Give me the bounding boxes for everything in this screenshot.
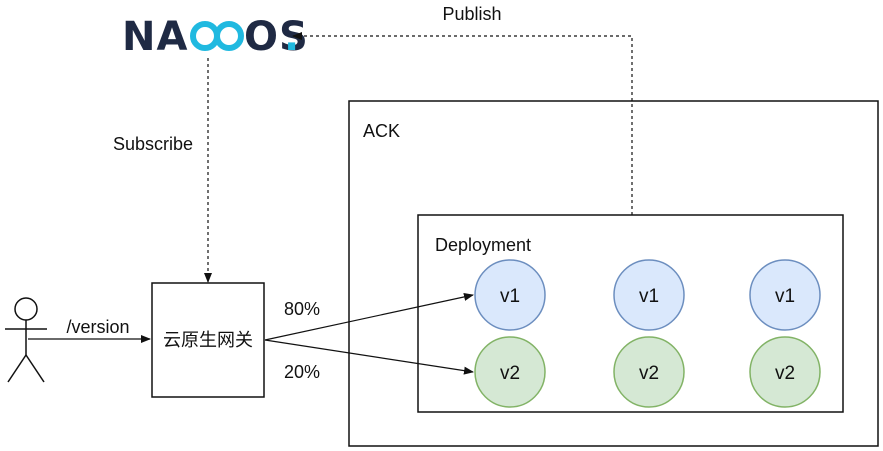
traffic-arrow-v1 <box>264 292 474 341</box>
pod-v1-2: v1 <box>613 259 685 331</box>
pod-v1-1: v1 <box>474 259 546 331</box>
ack-cluster-box: ACK <box>348 100 879 447</box>
deployment-label: Deployment <box>435 235 531 255</box>
pod-label: v1 <box>639 286 659 307</box>
pod-v1-3: v1 <box>749 259 821 331</box>
request-path-label: /version <box>66 317 129 337</box>
pod-label: v1 <box>500 286 520 307</box>
pod-v2-3: v2 <box>749 336 821 408</box>
traffic-arrow-v2 <box>264 339 474 375</box>
pod-label: v2 <box>500 363 520 384</box>
nacos-logo: NA OS . <box>122 14 308 60</box>
pod-v2-1: v2 <box>474 336 546 408</box>
publish-arrow <box>292 32 633 215</box>
v1-weight-label: 80% <box>284 299 320 319</box>
nacos-logo-text-a: NA <box>122 14 188 60</box>
subscribe-label: Subscribe <box>113 134 193 154</box>
infinity-icon <box>190 21 244 51</box>
pod-v2-2: v2 <box>613 336 685 408</box>
pod-label: v2 <box>775 363 795 384</box>
user-icon <box>5 297 47 383</box>
v2-weight-label: 20% <box>284 362 320 382</box>
subscribe-label-bg <box>104 130 204 156</box>
pod-label: v2 <box>639 363 659 384</box>
publish-label: Publish <box>442 4 501 24</box>
nacos-logo-dot: . <box>284 14 299 60</box>
gateway-box: 云原生网关 <box>151 282 265 398</box>
ack-label: ACK <box>363 121 400 141</box>
pod-label: v1 <box>775 286 795 307</box>
gateway-label: 云原生网关 <box>163 330 253 350</box>
